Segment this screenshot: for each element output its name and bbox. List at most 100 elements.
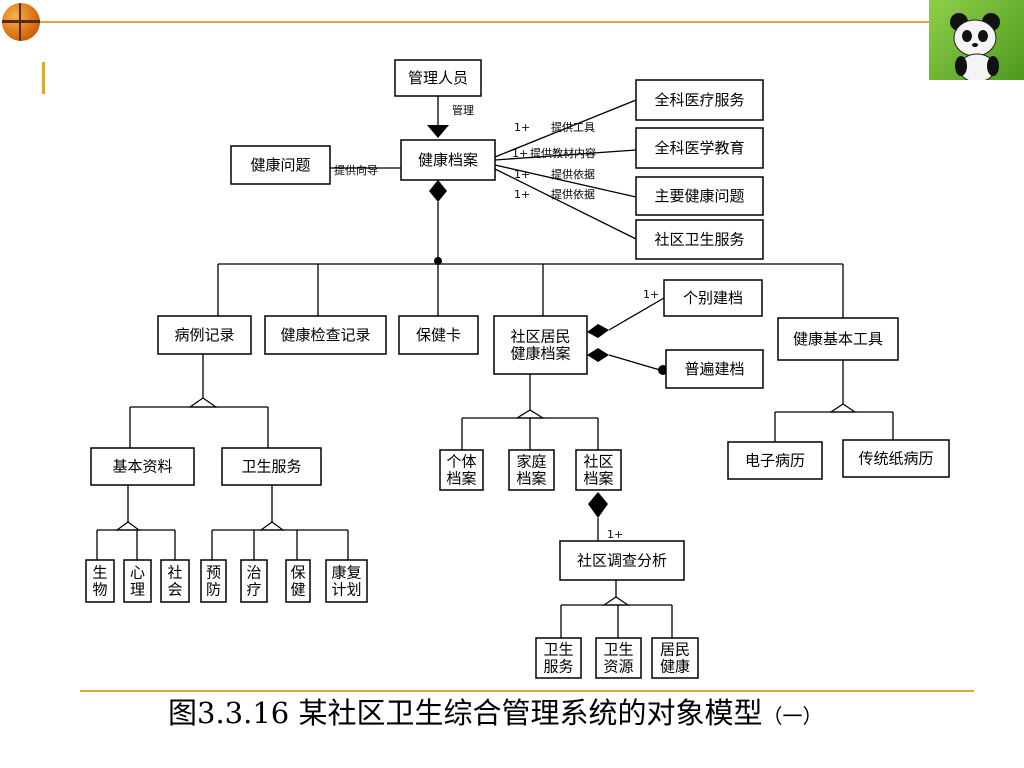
class-box-label: 生 [92,564,107,582]
class-box-label: 病例记录 [174,326,234,344]
label-provide-tools: 提供工具 [551,120,595,134]
footer-rule [80,690,974,692]
class-box-bio: 生物 [85,559,115,603]
class-box-individual-filing: 个别建档 [663,279,763,317]
class-box-label: 物 [92,581,107,599]
class-box-label: 档案 [446,470,476,488]
class-box-label: 服务 [543,658,573,676]
class-box-label: 档案 [516,470,546,488]
label-mult-survey: 1+ [607,528,623,541]
class-box-label: 社区居民 [510,328,570,346]
class-box-label: 健康档案 [418,151,478,169]
class-box-label: 健康问题 [250,156,310,174]
class-box-label: 社区 [583,453,613,471]
class-box-label: 个别建档 [683,289,743,307]
aggregation-diamond-icon [588,492,608,518]
class-box-general-filing: 普遍建档 [665,349,764,389]
class-box-gp-education: 全科医学教育 [635,127,764,169]
class-box-label: 预 [206,564,221,582]
class-boxes: 管理人员健康档案健康问题全科医疗服务全科医学教育主要健康问题社区卫生服务病例记录… [85,59,950,679]
label-mult-individual: 1+ [643,288,659,301]
manage-arrow-icon [427,125,449,138]
class-box-prevent: 预防 [200,559,227,603]
class-box-label: 全科医学教育 [654,139,744,157]
class-box-label: 卫生 [543,641,573,659]
connector-labels: 管理 提供向导 1+ 提供工具 1+ 提供教材内容 1+ 提供依据 1+ 提供依… [334,103,659,541]
label-mult-basis-1: 1+ [514,168,530,181]
aggregation-diamond-icon [587,348,609,362]
class-box-label: 保健卡 [416,326,461,344]
class-box-label: 治 [246,564,261,582]
basketball-logo-icon [2,3,40,41]
aggregation-diamond-icon [587,324,609,338]
class-box-manager: 管理人员 [394,59,482,97]
class-box-label: 全科医疗服务 [654,91,744,109]
class-box-community-survey: 社区调查分析 [559,540,685,581]
class-box-label: 卫生 [603,641,633,659]
class-box-label: 管理人员 [408,69,468,87]
class-box-health-service: 卫生服务 [221,447,322,486]
class-box-label: 理 [130,581,145,599]
class-box-label: 传统纸病历 [858,450,933,468]
class-box-label: 健 [290,581,305,599]
class-box-label: 个体 [446,453,476,471]
caption-main: 图3.3.16 某社区卫生综合管理系统的对象模型 [168,696,763,730]
class-box-label: 社区卫生服务 [654,231,744,249]
class-box-health-exam-record: 健康检查记录 [264,315,387,355]
class-box-community-health-service: 社区卫生服务 [635,219,764,260]
label-provide-guide: 提供向导 [334,163,378,177]
class-box-label: 基本资料 [112,458,172,476]
label-mult-content: 1+ [512,147,528,160]
label-provide-content: 提供教材内容 [530,146,596,160]
caption-part: （一） [762,704,823,728]
class-box-label: 社 [167,564,182,582]
aggregation-diamond-icon [429,180,447,202]
class-box-label: 社区调查分析 [577,552,667,570]
label-provide-basis-2: 提供依据 [551,187,595,201]
class-box-label: 疗 [246,581,261,599]
accent-bar [42,62,45,94]
panda-image [929,0,1024,80]
class-box-health-record: 健康档案 [400,139,496,181]
class-box-health-basic-tool: 健康基本工具 [777,317,899,361]
class-box-label: 会 [167,581,182,599]
class-box-label: 健康档案 [510,345,570,363]
class-box-case-record: 病例记录 [157,315,252,355]
class-box-label: 档案 [583,470,613,488]
class-box-label: 卫生服务 [241,458,301,476]
figure-caption: 图3.3.16 某社区卫生综合管理系统的对象模型（一） [168,693,822,733]
class-box-label: 心 [130,564,145,582]
class-box-care: 保健 [285,559,311,603]
class-box-health-service-2: 卫生服务 [535,637,582,679]
class-box-basic-info: 基本资料 [90,447,195,486]
class-box-social: 社会 [160,559,190,603]
class-box-label: 家庭 [516,453,546,471]
class-box-label: 健康 [660,658,690,676]
class-box-treat: 治疗 [240,559,268,603]
class-box-label: 康复 [331,564,361,582]
class-box-label: 居民 [660,641,690,659]
class-box-paper-record: 传统纸病历 [842,439,950,478]
label-mult-basis-2: 1+ [514,188,530,201]
class-box-label: 计划 [331,581,361,599]
class-box-label: 保 [290,564,305,582]
class-box-label: 健康基本工具 [793,330,883,348]
class-box-e-record: 电子病历 [727,441,823,480]
class-box-label: 普遍建档 [684,360,744,378]
header-rule [40,21,940,23]
class-box-label: 资源 [603,658,633,676]
label-manage: 管理 [452,103,474,117]
class-box-psych: 心理 [123,559,152,603]
class-box-label: 健康检查记录 [280,326,370,344]
class-box-health-problem: 健康问题 [230,145,331,185]
class-box-health-card: 保健卡 [398,315,479,355]
class-box-main-health-problem: 主要健康问题 [635,176,764,216]
connectors [96,96,894,638]
